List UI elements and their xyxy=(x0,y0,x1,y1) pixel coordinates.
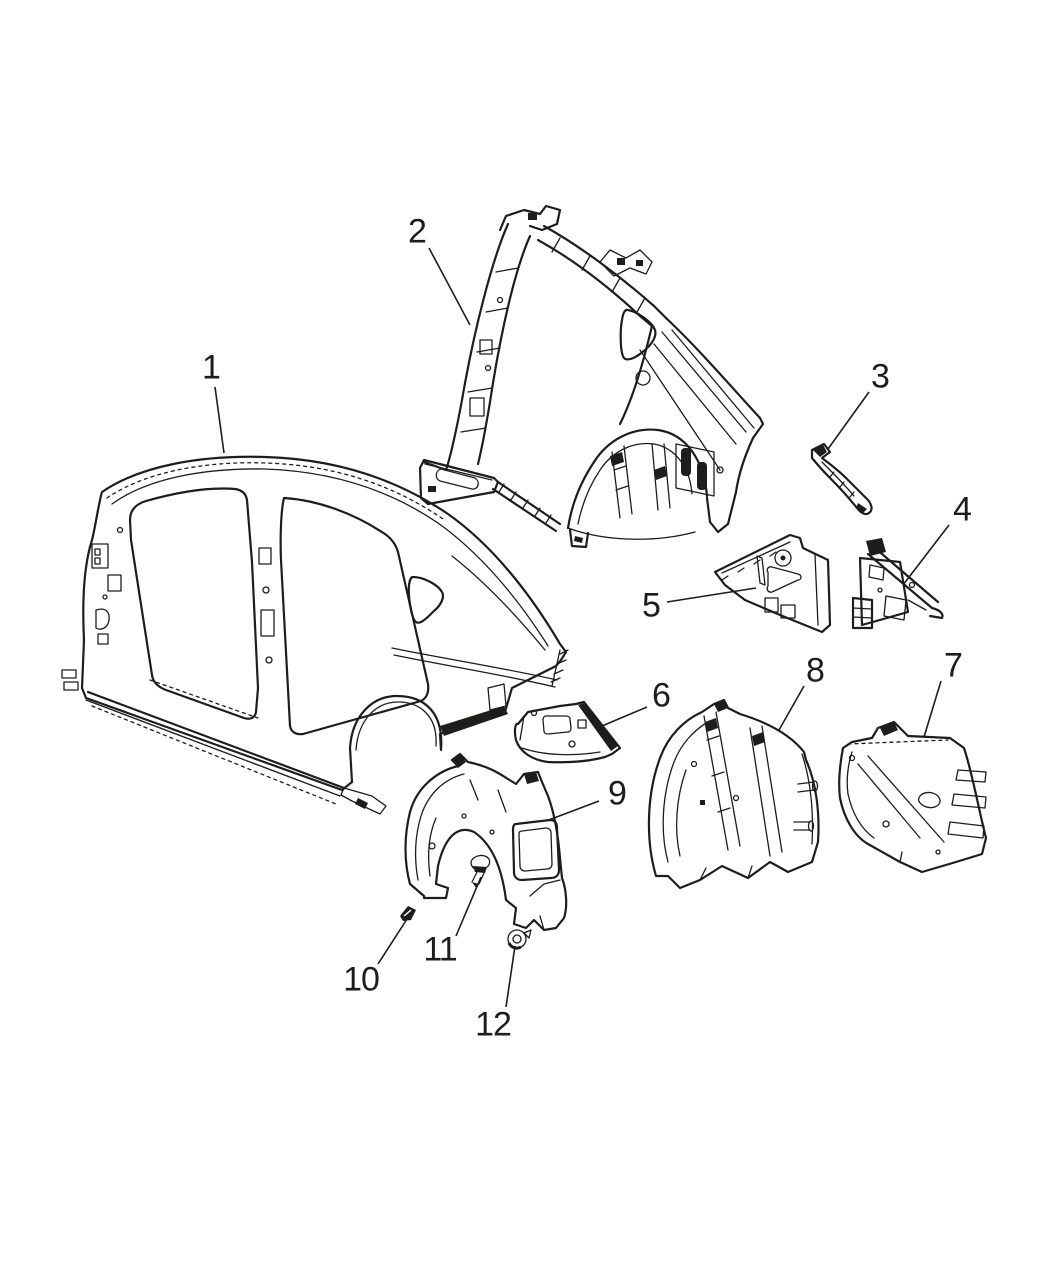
callout-number-10: 10 xyxy=(343,960,380,999)
leader-line-3 xyxy=(827,391,870,450)
callout-number-8: 8 xyxy=(806,651,825,690)
callout-number-5: 5 xyxy=(642,586,661,625)
leader-line-2 xyxy=(428,247,471,326)
part-8-wheelhouse-outer-panel xyxy=(647,698,820,890)
part-1-body-side-aperture-panel xyxy=(61,455,569,815)
callout-number-1: 1 xyxy=(202,348,221,387)
callout-number-7: 7 xyxy=(944,646,963,685)
leader-line-7 xyxy=(923,680,942,738)
part-4-support-bracket xyxy=(851,538,944,630)
callout-number-4: 4 xyxy=(953,490,972,529)
callout-number-6: 6 xyxy=(652,676,671,715)
callout-number-11: 11 xyxy=(423,930,457,969)
part-6-wheelhouse-bracket xyxy=(513,700,622,764)
leader-line-12 xyxy=(505,945,516,1008)
leader-line-6 xyxy=(601,706,648,727)
part-7-wheelhouse-inner-panel xyxy=(838,720,988,874)
part-11-push-pin-clip xyxy=(470,854,491,888)
callout-number-3: 3 xyxy=(871,357,890,396)
part-10-screw-fastener xyxy=(400,906,416,921)
part-9-wheelhouse-splash-shield xyxy=(404,752,568,932)
callout-number-9: 9 xyxy=(608,774,627,813)
leader-line-10 xyxy=(377,918,408,965)
callout-number-12: 12 xyxy=(475,1005,512,1044)
part-2-body-side-inner-panel xyxy=(418,204,765,549)
leader-line-8 xyxy=(778,685,805,731)
leader-line-5 xyxy=(666,587,757,603)
leader-lines xyxy=(214,247,950,1008)
leader-line-11 xyxy=(455,876,482,937)
part-12-retaining-clip xyxy=(507,929,532,950)
leader-line-9 xyxy=(545,800,600,822)
part-5-quarter-inner-panel xyxy=(713,533,832,634)
part-3-rail-bracket xyxy=(810,442,873,516)
leader-line-4 xyxy=(902,524,950,586)
callout-number-2: 2 xyxy=(408,212,427,251)
leader-line-1 xyxy=(214,386,225,454)
